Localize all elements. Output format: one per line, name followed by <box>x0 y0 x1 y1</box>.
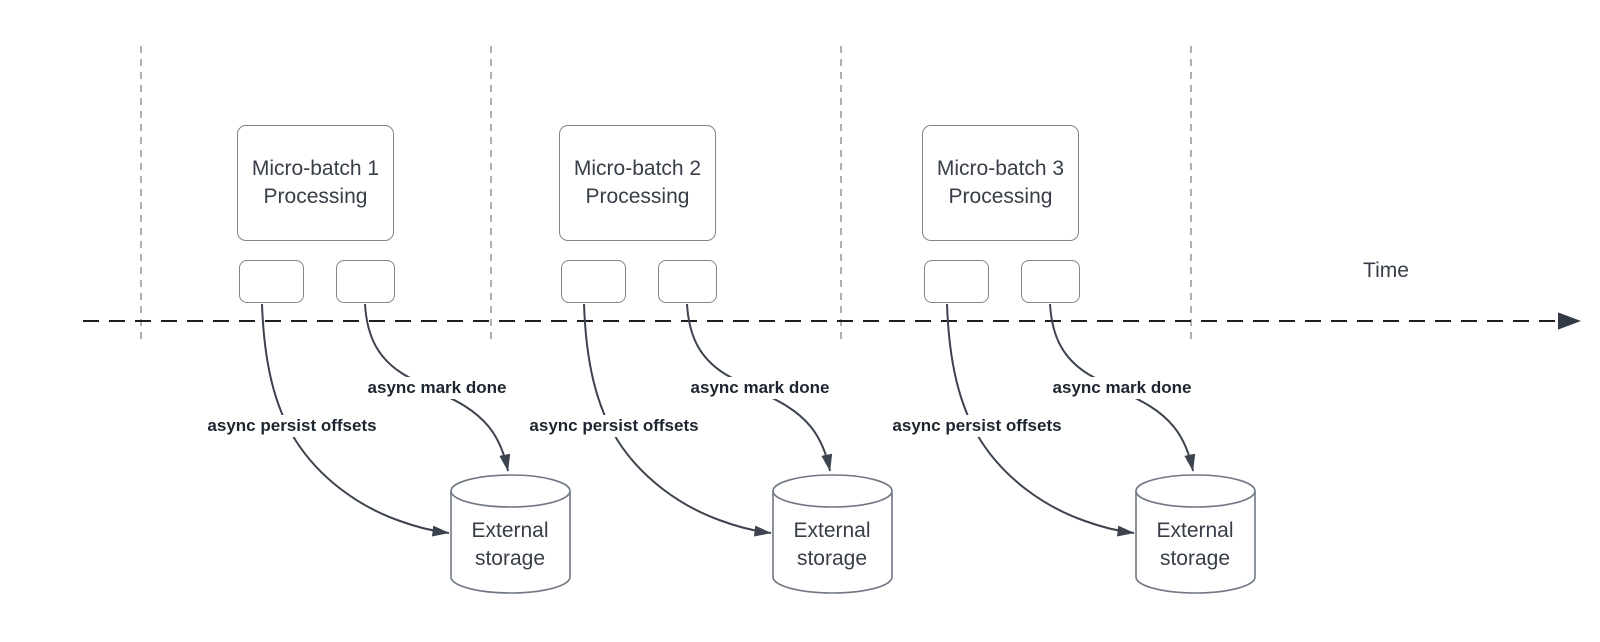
micro-batch-2-box: Micro-batch 2 Processing <box>559 125 716 241</box>
task-box-a-1 <box>239 260 304 303</box>
time-axis-arrowhead-icon <box>1558 312 1581 330</box>
persist-offsets-label-3: async persist offsets <box>889 415 1065 437</box>
time-axis-label: Time <box>1363 259 1409 282</box>
mark-done-label-2: async mark done <box>687 377 833 399</box>
external-storage-line2: storage <box>1159 547 1231 570</box>
task-box-a-2 <box>561 260 626 303</box>
micro-batch-2-title-line2: Processing <box>585 185 690 208</box>
external-storage-line1: External <box>793 519 871 542</box>
persist-offsets-label-1: async persist offsets <box>204 415 380 437</box>
micro-batch-3-box: Micro-batch 3 Processing <box>922 125 1079 241</box>
mark-done-label-3: async mark done <box>1049 377 1195 399</box>
external-storage-line1: External <box>1156 519 1234 542</box>
micro-batch-3-title-line2: Processing <box>948 185 1053 208</box>
task-box-b-3 <box>1021 260 1080 303</box>
micro-batch-1-box: Micro-batch 1 Processing <box>237 125 394 241</box>
external-storage-line1: External <box>471 519 549 542</box>
task-box-b-1 <box>336 260 395 303</box>
external-storage-line2: storage <box>474 547 546 570</box>
micro-batch-1-label: Micro-batch 1 Processing <box>252 155 379 211</box>
task-box-a-3 <box>924 260 989 303</box>
micro-batch-2-title-line1: Micro-batch 2 <box>573 157 702 180</box>
external-storage-label-2: External storage <box>793 517 870 573</box>
micro-batch-2-label: Micro-batch 2 Processing <box>574 155 701 211</box>
micro-batch-1-title-line2: Processing <box>263 185 368 208</box>
micro-batch-1-title-line1: Micro-batch 1 <box>251 157 380 180</box>
micro-batch-3-title-line1: Micro-batch 3 <box>936 157 1065 180</box>
mark-done-label-1: async mark done <box>364 377 510 399</box>
task-box-b-2 <box>658 260 717 303</box>
external-storage-line2: storage <box>796 547 868 570</box>
micro-batch-3-label: Micro-batch 3 Processing <box>937 155 1064 211</box>
persist-offsets-label-2: async persist offsets <box>526 415 702 437</box>
external-storage-label-1: External storage <box>471 517 548 573</box>
external-storage-label-3: External storage <box>1156 517 1233 573</box>
